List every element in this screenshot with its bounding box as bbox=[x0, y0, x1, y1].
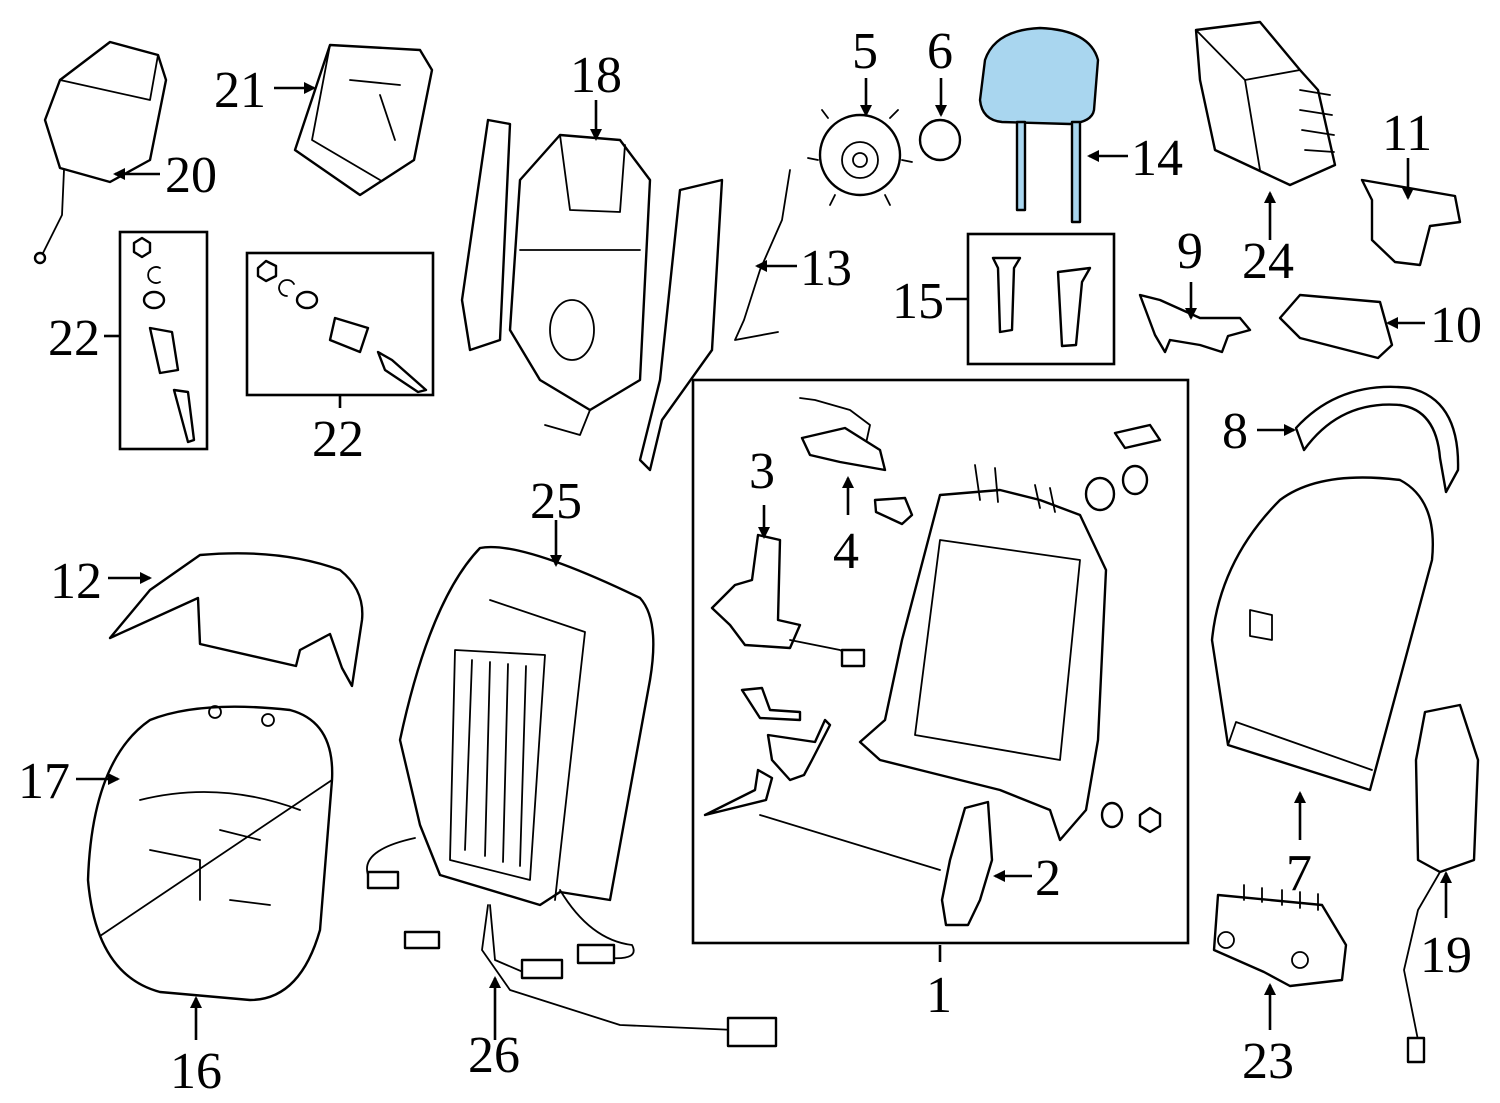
callout-18: 18 bbox=[570, 47, 622, 104]
part-21-module bbox=[293, 43, 434, 197]
part-19-sensor bbox=[1403, 703, 1480, 1064]
part-16-17-seat-cushion bbox=[86, 705, 334, 1002]
part-11-bracket bbox=[1360, 178, 1462, 267]
callout-19: 19 bbox=[1420, 927, 1472, 984]
part-14-headrest bbox=[978, 26, 1100, 224]
callout-13: 13 bbox=[800, 240, 852, 297]
callout-10: 10 bbox=[1430, 297, 1482, 354]
part-6-washer bbox=[918, 118, 962, 162]
part-5-gear bbox=[807, 109, 913, 206]
part-23-connector-block bbox=[1212, 884, 1348, 988]
part-22-hardware-right bbox=[256, 259, 428, 394]
part-15-headrest-guides bbox=[991, 256, 1092, 348]
part-25-seat-heater-pad bbox=[398, 545, 655, 907]
headrest-post-right bbox=[1070, 120, 1082, 224]
callout-11: 11 bbox=[1382, 105, 1432, 162]
part-2-recliner-handle bbox=[940, 800, 994, 927]
callout-7: 7 bbox=[1286, 845, 1312, 902]
callout-22-right: 22 bbox=[312, 411, 364, 468]
callout-12: 12 bbox=[50, 553, 102, 610]
part-26-wiring-harness bbox=[366, 837, 778, 1048]
part-8-trim-strip bbox=[1294, 385, 1460, 494]
callout-26: 26 bbox=[468, 1027, 520, 1084]
part-4-switch bbox=[799, 397, 887, 472]
part-22-hardware-left bbox=[132, 236, 196, 444]
callout-labels: 1 2 3 4 5 6 7 8 9 10 11 12 13 14 15 16 1… bbox=[18, 23, 1482, 1100]
callout-25: 25 bbox=[530, 473, 582, 530]
headrest-cushion bbox=[978, 26, 1100, 126]
callout-22-left: 22 bbox=[48, 310, 100, 367]
callout-2: 2 bbox=[1035, 850, 1061, 907]
part-1-seatback-frame bbox=[858, 464, 1108, 842]
part-9-bracket bbox=[1138, 293, 1252, 354]
part-18-seatback-frame bbox=[460, 118, 724, 472]
callout-20: 20 bbox=[165, 147, 217, 204]
part-13-wire-rod bbox=[734, 169, 791, 341]
callout-24: 24 bbox=[1242, 233, 1294, 290]
group-box-15 bbox=[966, 232, 1116, 366]
part-12-trim-panel bbox=[108, 552, 364, 688]
callout-1: 1 bbox=[926, 967, 952, 1024]
callout-23: 23 bbox=[1242, 1033, 1294, 1090]
part-24-module bbox=[1194, 20, 1337, 187]
part-7-back-panel bbox=[1210, 476, 1434, 792]
part-10-trim-cover bbox=[1278, 293, 1394, 360]
part-3-bracket bbox=[710, 533, 866, 668]
group-box-1 bbox=[691, 378, 1190, 945]
group-box-22-left bbox=[118, 230, 209, 451]
callout-9: 9 bbox=[1177, 223, 1203, 280]
part-1-hardware bbox=[703, 423, 1162, 871]
callout-6: 6 bbox=[927, 23, 953, 80]
callout-21: 21 bbox=[214, 62, 266, 119]
callout-3: 3 bbox=[749, 443, 775, 500]
callout-15: 15 bbox=[892, 273, 944, 330]
part-20-module bbox=[33, 40, 168, 265]
callout-5: 5 bbox=[852, 23, 878, 80]
callout-17: 17 bbox=[18, 753, 70, 810]
headrest-post-left bbox=[1015, 120, 1027, 212]
callout-8: 8 bbox=[1222, 403, 1248, 460]
leader-arrows bbox=[76, 78, 1452, 1040]
callout-14: 14 bbox=[1131, 130, 1183, 187]
callout-16: 16 bbox=[170, 1043, 222, 1100]
callout-4: 4 bbox=[833, 523, 859, 580]
